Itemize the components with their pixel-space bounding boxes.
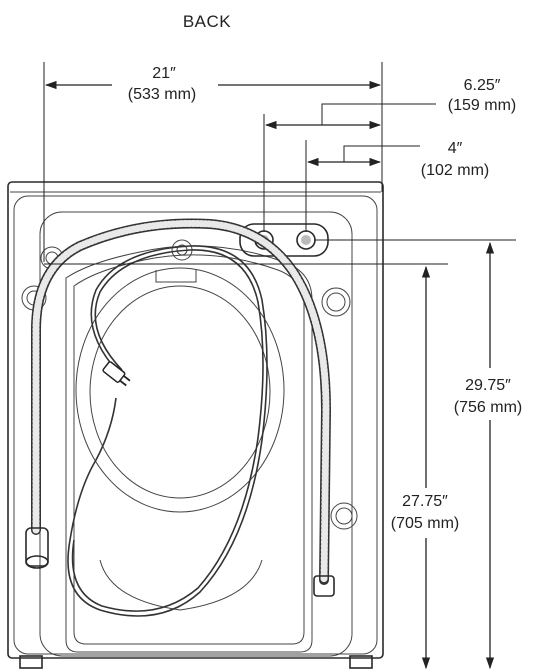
power-cord (67, 245, 268, 617)
inlet-height-imperial: 29.75″ (465, 377, 511, 394)
drain-hose (25, 218, 335, 597)
washer-cabinet (7, 181, 384, 669)
inlet-height-metric: (756 mm) (454, 399, 522, 416)
inlet-hot-imperial: 6.25″ (464, 77, 501, 94)
dimension-inlet-hot: 6.25″ (159 mm) (263, 77, 516, 232)
view-title: BACK (183, 12, 231, 31)
drain-height-imperial: 27.75″ (402, 493, 448, 510)
width-metric: (533 mm) (128, 86, 196, 103)
drain-height-metric: (705 mm) (391, 515, 459, 532)
dimension-drain-height: 27.75″ (705 mm) (44, 263, 459, 670)
bolt-holes (21, 239, 358, 530)
plug-icon (102, 361, 131, 387)
dimension-width: 21″ (533 mm) (43, 62, 383, 262)
inlet-hot-metric: (159 mm) (448, 97, 516, 114)
inlet-cold-imperial: 4″ (448, 140, 463, 157)
inlet-cold-metric: (102 mm) (421, 162, 489, 179)
width-imperial: 21″ (152, 65, 176, 82)
dimension-inlet-cold: 4″ (102 mm) (305, 140, 489, 232)
dimension-inlet-height: 29.75″ (756 mm) (314, 239, 522, 670)
